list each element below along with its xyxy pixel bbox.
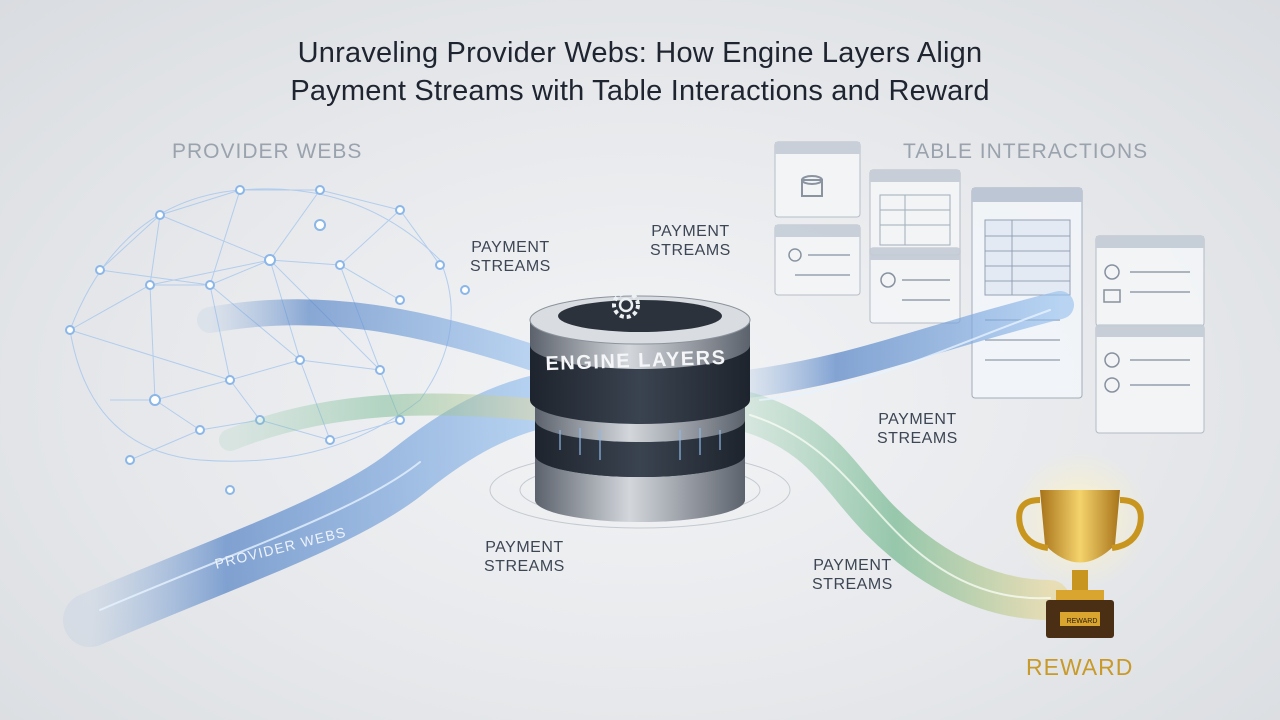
network-nodes <box>65 185 470 495</box>
payment-streams-label: PAYMENT STREAMS <box>470 238 551 276</box>
label-line: STREAMS <box>812 576 893 593</box>
payment-streams-label: PAYMENT STREAMS <box>812 556 893 594</box>
label-line: PAYMENT <box>813 557 892 574</box>
label-line: PAYMENT <box>485 539 564 556</box>
green-stream-left <box>219 393 551 451</box>
label-line: PAYMENT <box>651 223 730 240</box>
provider-webs-section-label: PROVIDER WEBS <box>172 140 363 163</box>
trophy-icon <box>1010 450 1150 638</box>
label-line: STREAMS <box>650 242 731 259</box>
blue-stream-right <box>726 291 1074 399</box>
panel <box>774 141 861 218</box>
panel <box>1095 235 1205 327</box>
blue-stream-lower <box>63 373 572 647</box>
label-line: STREAMS <box>484 558 565 575</box>
reward-label: REWARD <box>1026 654 1134 680</box>
trophy-plaque-text: REWARD <box>1066 618 1098 625</box>
payment-streams-label: PAYMENT STREAMS <box>650 222 731 260</box>
table-interaction-panels <box>774 141 1205 434</box>
label-line: STREAMS <box>877 430 958 447</box>
panel-main-table <box>971 187 1083 399</box>
title-line-2: Payment Streams with Table Interactions … <box>290 75 990 107</box>
panel <box>869 169 961 256</box>
panel <box>1095 324 1205 434</box>
label-line: PAYMENT <box>878 411 957 428</box>
title-line-1: Unraveling Provider Webs: How Engine Lay… <box>297 37 983 69</box>
label-line: PAYMENT <box>471 239 550 256</box>
page-title: Unraveling Provider Webs: How Engine Lay… <box>0 34 1280 110</box>
payment-streams-label: PAYMENT STREAMS <box>484 538 565 576</box>
label-line: STREAMS <box>470 258 551 275</box>
gear-icon <box>612 291 640 319</box>
payment-streams-label: PAYMENT STREAMS <box>877 410 958 448</box>
table-interactions-section-label: TABLE INTERACTIONS <box>903 140 1149 163</box>
panel <box>869 247 961 324</box>
blue-stream-upper <box>197 299 553 373</box>
panel <box>774 224 861 296</box>
engine-layers-cylinder <box>529 291 751 522</box>
payment-streams <box>63 291 1074 647</box>
